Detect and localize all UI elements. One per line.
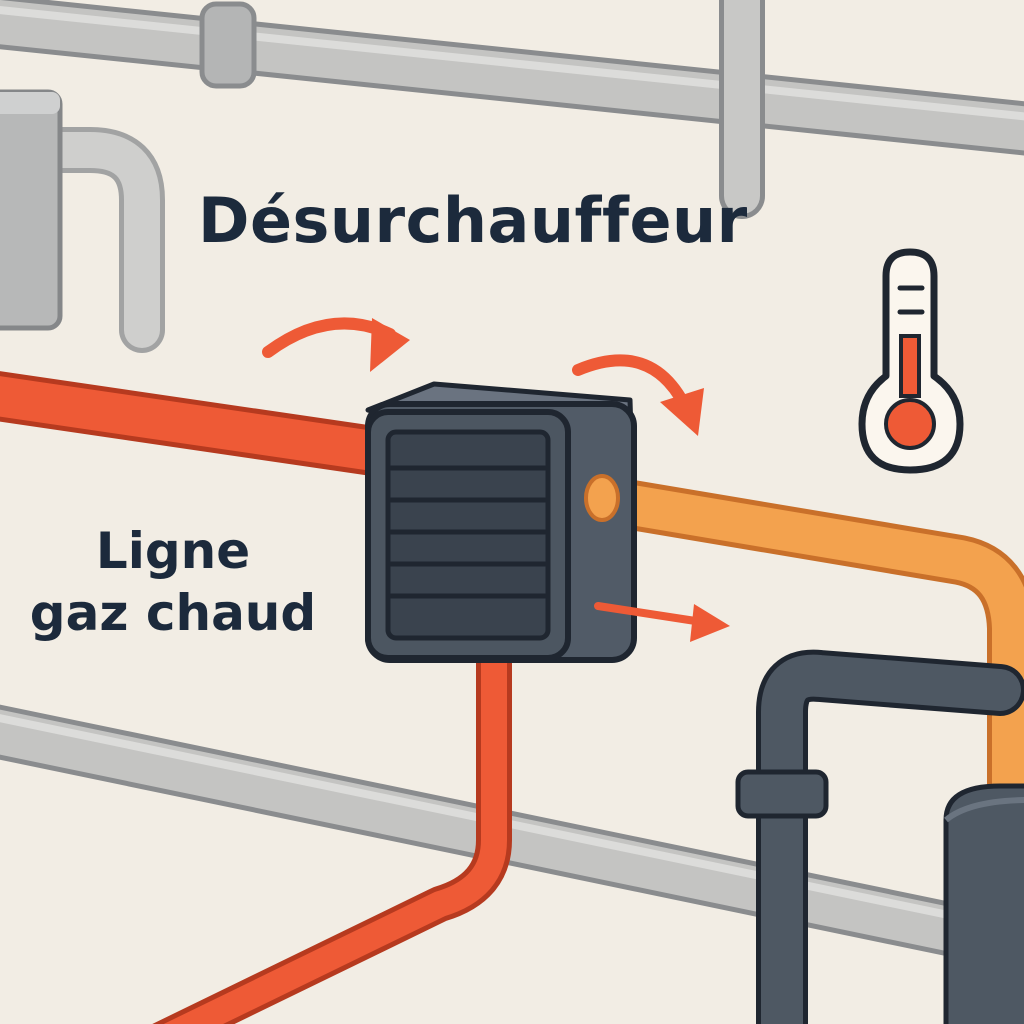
top-pipe-highlight: [0, 6, 1024, 121]
warm-outlet-line: [577, 475, 1024, 833]
flow-arrow-icon: [262, 317, 730, 642]
hot-gas-drop-line: [152, 622, 512, 1024]
hot-gas-line: [0, 371, 405, 477]
dark-return-pipe: [756, 649, 1024, 1024]
top-pipe-coupling: [199, 1, 257, 89]
desuperheater-title: Désurchauffeur: [198, 184, 748, 257]
desuperheater-fins: [388, 465, 548, 599]
hot-gas-line-label: Ligne gaz chaud: [18, 520, 328, 644]
desuperheater-outlet-port: [584, 474, 620, 522]
tank: [943, 783, 1024, 1024]
thermometer-icon: [858, 248, 964, 474]
flow-arrow-right: [594, 602, 706, 626]
flow-arrow-out: [572, 354, 690, 410]
left-equipment-box: [0, 89, 63, 331]
dark-pipe-coupling: [735, 769, 829, 819]
desuperheater-icon: [365, 381, 637, 663]
hot-gas-line-label-2: gaz chaud: [29, 584, 317, 642]
top-pipe-fill: [0, 0, 1024, 151]
left-elbow-pipe-fill: [0, 132, 160, 348]
desuperheater-grille: [385, 429, 551, 641]
hot-gas-line-fill: [0, 376, 400, 472]
hot-gas-line-label-1: Ligne: [95, 522, 251, 580]
